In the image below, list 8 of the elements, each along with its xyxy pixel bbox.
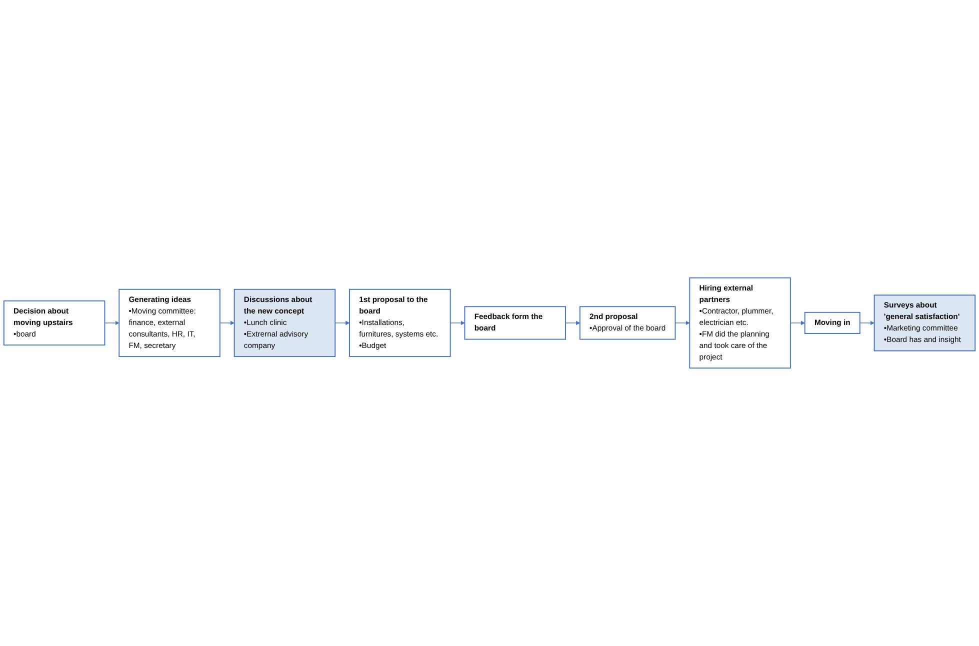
arrow xyxy=(565,320,580,326)
arrow xyxy=(220,320,234,326)
arrow xyxy=(450,320,465,326)
arrow xyxy=(334,320,350,326)
arrow xyxy=(860,320,874,326)
arrow xyxy=(104,320,120,326)
arrow xyxy=(674,320,690,326)
arrow xyxy=(790,320,806,326)
